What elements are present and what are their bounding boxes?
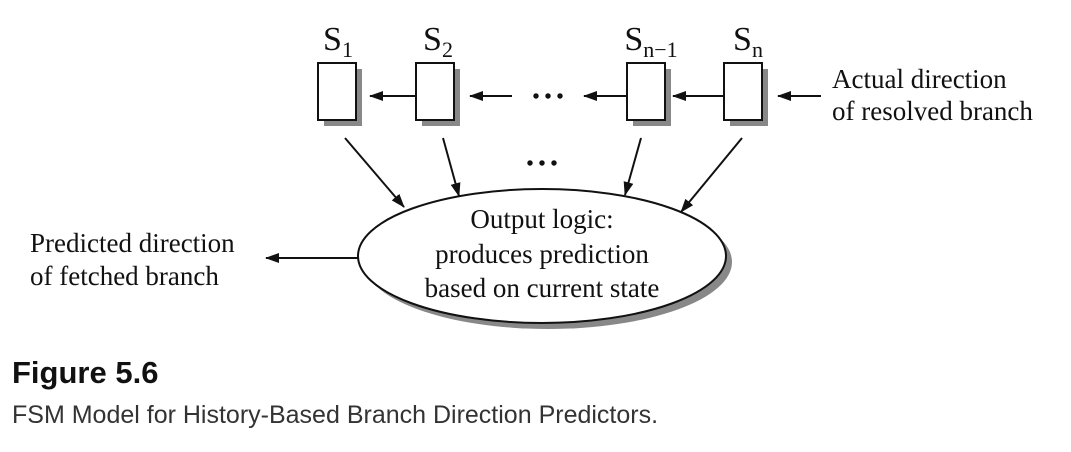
register-box-sn (723, 62, 768, 126)
input-label-line2: of resolved branch (832, 96, 1033, 126)
figure-title: Figure 5.6 (12, 355, 159, 390)
output-logic-line1: Output logic: (470, 204, 613, 234)
register-label-sn-1: Sn−1 (624, 21, 677, 62)
arrow-sn-1-to-logic (623, 137, 642, 196)
output-logic-ellipse (357, 188, 732, 329)
output-logic-line2: produces prediction (435, 239, 649, 269)
register-label-s2: S2 (423, 21, 453, 62)
output-label-line2: of fetched branch (30, 261, 219, 291)
output-label-line1: Predicted direction (30, 228, 235, 258)
arrow-sn-to-logic (680, 137, 743, 213)
register-box-s1 (317, 62, 362, 126)
register-box-sn-1 (626, 62, 671, 126)
register-label-s1: S1 (323, 21, 353, 62)
output-logic-line3: based on current state (425, 273, 660, 303)
fsm-diagram: S1 S2 Sn−1 Sn • • • • • • Actual directi… (30, 21, 1033, 329)
input-label-line1: Actual direction (832, 64, 1007, 94)
arrow-s1-to-logic (344, 137, 405, 208)
register-label-sn: Sn (733, 21, 763, 62)
arrow-s2-to-logic (442, 137, 461, 197)
register-box-s2 (415, 62, 460, 126)
ellipsis-top: • • • (532, 86, 563, 108)
ellipsis-middle: • • • (526, 153, 557, 175)
figure-caption: FSM Model for History-Based Branch Direc… (12, 401, 659, 429)
